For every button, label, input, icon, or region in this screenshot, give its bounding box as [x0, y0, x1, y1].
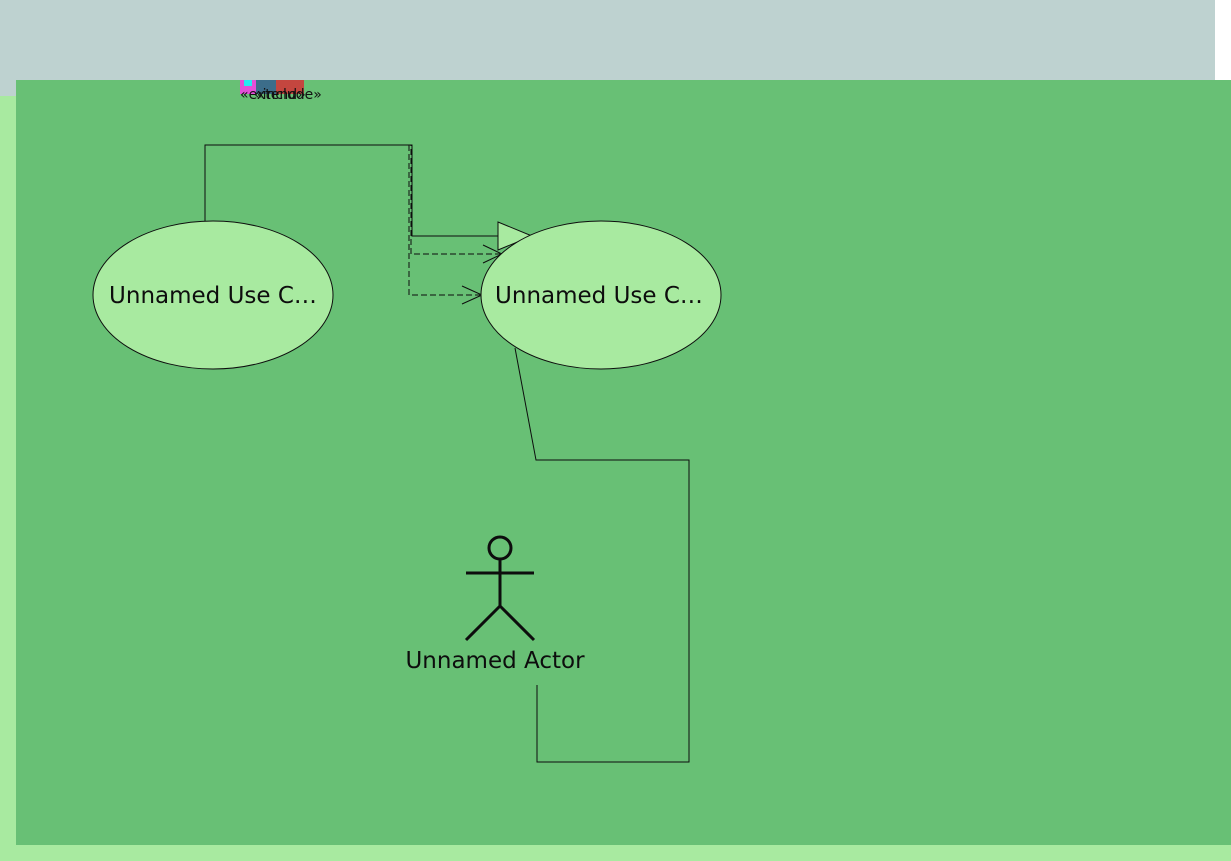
label-artifact	[256, 80, 276, 94]
diagram-canvas[interactable]	[16, 80, 1231, 845]
include-relation[interactable]	[408, 145, 484, 305]
use-case-ellipse[interactable]	[92, 220, 334, 370]
actor[interactable]: Unnamed Actor	[405, 535, 585, 674]
use-case-left[interactable]: Unnamed Use C…	[92, 220, 334, 370]
use-case-right[interactable]: Unnamed Use C…	[480, 220, 722, 370]
include-stereotype-label[interactable]: «include»	[254, 87, 322, 103]
actor-label: Unnamed Actor	[405, 648, 585, 674]
use-case-left-label: Unnamed Use C…	[109, 283, 317, 309]
label-artifact	[276, 80, 304, 94]
label-artifact	[244, 80, 252, 86]
generalization-line[interactable]	[204, 144, 498, 237]
association-line[interactable]	[514, 347, 690, 763]
extend-line[interactable]	[406, 144, 500, 255]
top-bar-gap	[1215, 0, 1231, 80]
extend-stereotype-label[interactable]: «extend»	[240, 87, 306, 103]
stereotype-labels: «extend» «include»	[240, 80, 322, 103]
use-case-ellipse[interactable]	[480, 220, 722, 370]
use-case-right-label: Unnamed Use C…	[495, 283, 703, 309]
actor-stick-figure-icon[interactable]	[464, 535, 536, 642]
include-line[interactable]	[408, 145, 480, 296]
extend-relation[interactable]	[406, 144, 504, 264]
